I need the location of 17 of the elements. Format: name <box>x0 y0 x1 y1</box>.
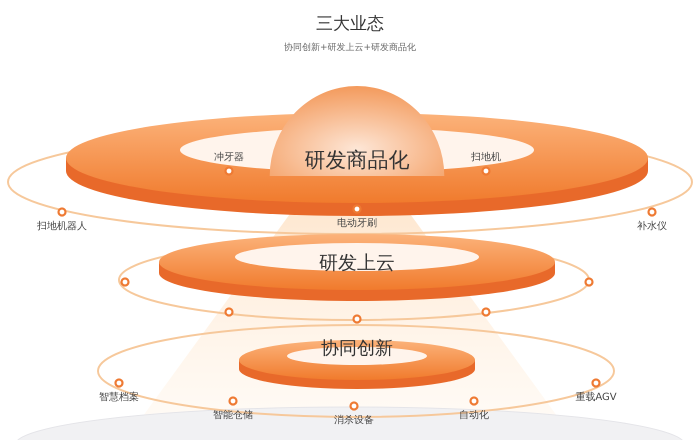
title: 三大业态 <box>315 13 385 35</box>
ring-platform <box>239 340 475 389</box>
item-label: 智慧档案 <box>99 390 139 404</box>
item-label: 冲牙器 <box>214 150 244 164</box>
subtitle: 协同创新+研发上云+研发商品化 <box>284 42 416 54</box>
item-label: 扫地机 <box>471 150 501 164</box>
item-label: 电动牙刷 <box>337 216 377 230</box>
ring-platform <box>66 86 648 216</box>
item-label: 补水仪 <box>637 220 667 233</box>
item-label: 自动化 <box>459 409 489 422</box>
platform-label: 研发上云 <box>319 251 395 276</box>
item-label: 消杀设备 <box>334 414 374 427</box>
ring-platform <box>159 234 555 301</box>
item-label: 智能仓储 <box>213 408 253 422</box>
item-label: 重载AGV <box>575 390 617 404</box>
platform-label: 研发商品化 <box>304 147 410 174</box>
item-label: 扫地机器人 <box>37 220 87 233</box>
